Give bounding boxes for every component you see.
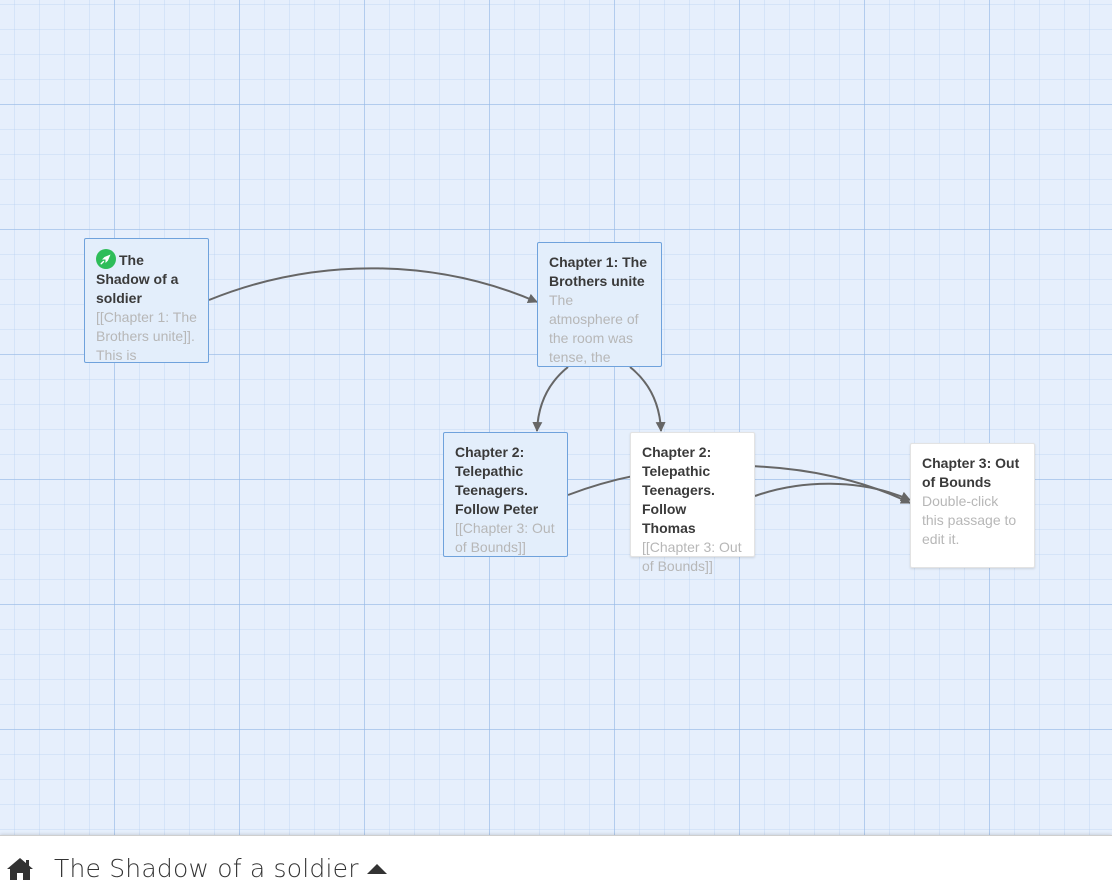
home-icon[interactable] <box>6 857 34 881</box>
story-title-text: The Shadow of a soldier <box>54 854 359 883</box>
caret-up-icon <box>366 864 387 874</box>
story-footer-bar: The Shadow of a soldier <box>0 835 1112 894</box>
passage-excerpt: [[Chapter 1: The Brothers unite]]. This … <box>96 309 197 363</box>
passage-links <box>208 267 911 504</box>
passage-title: The Shadow of a soldier <box>96 252 179 306</box>
passage-excerpt: Double-click this passage to edit it. <box>922 493 1017 547</box>
link-start-to-chapter1 <box>208 267 538 304</box>
passage-excerpt: [[Chapter 3: Out of Bounds]] <box>455 520 555 555</box>
passage-title: Chapter 2: Telepathic Teenagers. Follow … <box>642 444 715 536</box>
link-thomas-to-chapter3 <box>754 482 911 501</box>
passage-card-chapter3[interactable]: Chapter 3: Out of Bounds Double-click th… <box>910 443 1035 568</box>
passage-card-chapter2-peter[interactable]: Chapter 2: Telepathic Teenagers. Follow … <box>443 432 568 557</box>
link-chapter1-to-peter <box>532 366 569 432</box>
rocket-icon <box>96 249 116 269</box>
link-chapter1-to-thomas <box>629 366 666 432</box>
story-title-menu[interactable]: The Shadow of a soldier <box>54 854 387 883</box>
passage-card-chapter2-thomas[interactable]: Chapter 2: Telepathic Teenagers. Follow … <box>630 432 755 574</box>
passage-card-chapter1[interactable]: Chapter 1: The Brothers unite The atmosp… <box>537 242 662 367</box>
passage-card-start[interactable]: The Shadow of a soldier [[Chapter 1: The… <box>84 238 209 363</box>
passage-title: Chapter 3: Out of Bounds <box>922 455 1020 490</box>
passage-excerpt: The atmosphere of the room was tense, th… <box>549 292 639 365</box>
passage-title: Chapter 2: Telepathic Teenagers. Follow … <box>455 444 539 517</box>
passage-title: Chapter 1: The Brothers unite <box>549 254 648 289</box>
story-map-canvas[interactable]: The Shadow of a soldier [[Chapter 1: The… <box>0 0 1112 835</box>
passage-excerpt: [[Chapter 3: Out of Bounds]] <box>642 539 742 574</box>
